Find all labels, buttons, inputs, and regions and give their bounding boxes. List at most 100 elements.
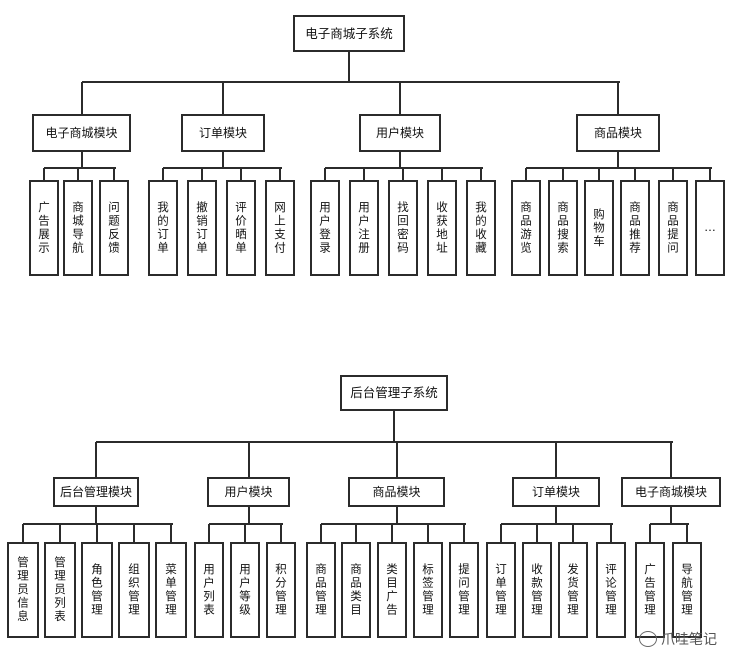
leaf-node: 问题反馈 <box>99 180 129 276</box>
leaf-node: 商品提问 <box>658 180 688 276</box>
leaf-node: 广告管理 <box>635 542 665 638</box>
module-node: 电子商城模块 <box>621 477 721 507</box>
leaf-node: 评价晒单 <box>226 180 256 276</box>
leaf-node: 提问管理 <box>449 542 479 638</box>
leaf-connector <box>96 524 98 542</box>
leaf-node: 收获地址 <box>427 180 457 276</box>
child-connector <box>617 152 619 168</box>
leaf-node: 购物车 <box>584 180 614 276</box>
leaf-connector <box>279 168 281 180</box>
root-node: 后台管理子系统 <box>340 375 448 411</box>
leaf-node: … <box>695 180 725 276</box>
leaf-connector <box>43 168 45 180</box>
leaf-connector <box>59 524 61 542</box>
leaf-node: 商品搜索 <box>548 180 578 276</box>
leaf-node: 评论管理 <box>596 542 626 638</box>
root-connector <box>393 411 395 442</box>
module-node: 后台管理模块 <box>53 477 139 507</box>
root-connector <box>348 52 350 82</box>
leaf-connector <box>391 524 393 542</box>
leaf-node: 类目广告 <box>377 542 407 638</box>
module-connector <box>80 82 83 114</box>
module-connector <box>555 442 557 477</box>
leaf-connector <box>686 524 688 542</box>
leaf-node: 管理员信息 <box>7 542 39 638</box>
leaf-node: 用户注册 <box>349 180 379 276</box>
leaf-connector <box>649 524 651 542</box>
leaf-connector <box>77 168 79 180</box>
leaf-node: 商品推荐 <box>620 180 650 276</box>
root-node: 电子商城子系统 <box>293 15 405 52</box>
child-bus-line <box>526 167 712 169</box>
leaf-connector <box>402 168 404 180</box>
leaf-node: 菜单管理 <box>155 542 187 638</box>
module-node: 订单模块 <box>512 477 600 507</box>
leaf-connector <box>208 524 210 542</box>
leaf-node: 广告展示 <box>29 180 59 276</box>
leaf-node: 我的收藏 <box>466 180 496 276</box>
child-bus-line <box>209 523 283 525</box>
leaf-connector <box>170 524 172 542</box>
wechat-icon <box>639 631 657 647</box>
leaf-node: 发货管理 <box>558 542 588 638</box>
child-connector <box>247 507 250 524</box>
child-connector <box>95 507 97 524</box>
module-bus-line <box>96 441 673 443</box>
leaf-node: 我的订单 <box>148 180 178 276</box>
module-connector <box>247 442 250 477</box>
child-bus-line <box>163 167 282 169</box>
child-bus-line <box>325 167 483 169</box>
module-connector <box>95 442 97 477</box>
leaf-node: 积分管理 <box>266 542 296 638</box>
module-node: 商品模块 <box>348 477 445 507</box>
module-connector <box>399 82 401 114</box>
leaf-node: 用户列表 <box>194 542 224 638</box>
leaf-node: 组织管理 <box>118 542 150 638</box>
leaf-connector <box>525 168 527 180</box>
child-bus-line <box>44 167 116 169</box>
leaf-node: 用户登录 <box>310 180 340 276</box>
leaf-connector <box>240 168 242 180</box>
leaf-node: 标签管理 <box>413 542 443 638</box>
module-node: 订单模块 <box>181 114 265 152</box>
child-bus-line <box>23 523 173 525</box>
leaf-connector <box>572 524 574 542</box>
leaf-connector <box>355 524 357 542</box>
module-node: 商品模块 <box>576 114 660 152</box>
leaf-node: 商城导航 <box>63 180 93 276</box>
leaf-node: 找回密码 <box>388 180 418 276</box>
leaf-node: 订单管理 <box>486 542 516 638</box>
child-bus-line <box>321 523 466 525</box>
leaf-node: 管理员列表 <box>44 542 76 638</box>
leaf-connector <box>441 168 443 180</box>
leaf-connector <box>709 168 711 180</box>
module-node: 用户模块 <box>359 114 441 152</box>
leaf-node: 网上支付 <box>265 180 295 276</box>
leaf-connector <box>480 168 482 180</box>
child-bus-line <box>650 523 689 525</box>
leaf-connector <box>598 168 600 180</box>
leaf-node: 用户等级 <box>230 542 260 638</box>
child-connector <box>399 152 401 168</box>
child-connector <box>80 152 83 168</box>
leaf-connector <box>324 168 326 180</box>
module-node: 用户模块 <box>207 477 290 507</box>
module-connector <box>670 442 672 477</box>
leaf-connector <box>463 524 465 542</box>
leaf-connector <box>500 524 502 542</box>
leaf-connector <box>280 524 282 542</box>
leaf-connector <box>562 168 564 180</box>
leaf-connector <box>113 168 115 180</box>
leaf-node: 撤销订单 <box>187 180 217 276</box>
module-connector <box>617 82 619 114</box>
leaf-connector <box>363 168 365 180</box>
leaf-connector <box>162 168 164 180</box>
watermark-text: 爪哇笔记 <box>661 632 717 648</box>
leaf-connector <box>133 524 135 542</box>
leaf-node: 角色管理 <box>81 542 113 638</box>
child-bus-line <box>501 523 613 525</box>
child-connector <box>395 507 398 524</box>
leaf-connector <box>610 524 612 542</box>
watermark: 爪哇笔记 <box>639 629 717 649</box>
